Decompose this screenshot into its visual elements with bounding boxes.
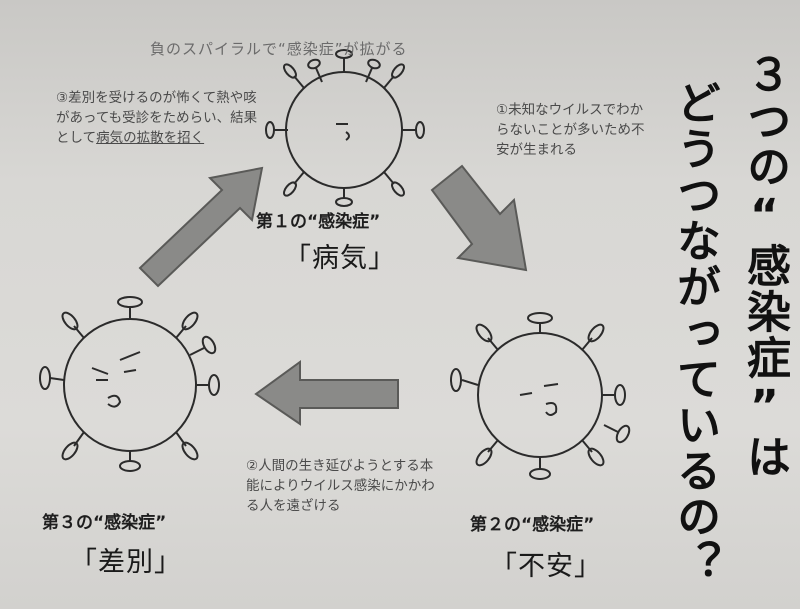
page-heading: ３つの“感染症”は どうつながっているの？ [656, 40, 796, 600]
virus-anxiety [450, 312, 631, 480]
stage-1-caption: 第１の“感染症” [256, 212, 381, 232]
page-heading-line-2: どうつながっているの？ [669, 80, 720, 586]
virus-illness [265, 49, 425, 207]
virus-discrimination [39, 296, 220, 472]
stage-3-name: 「差別」 [70, 547, 182, 578]
diagram-title: 負のスパイラルで“感染症”が拡がる [150, 40, 408, 58]
stage-2-caption: 第２の“感染症” [470, 515, 595, 535]
arrow-left [254, 360, 399, 426]
stage-1-name: 「病気」 [284, 243, 396, 274]
page-heading-line-1: ３つの“感染症”は [739, 52, 790, 480]
arrow-down-right [430, 164, 528, 272]
note-step-2: ②人間の生き延びようとする本能によりウイルス感染にかかわる人を遠ざける [246, 458, 435, 514]
note-step-3: ③差別を受けるのが怖くて熱や咳があっても受診をためらい、結果として病気の拡散を招… [56, 88, 266, 148]
note-step-3-underlined: 病気の拡散を招く [96, 130, 205, 146]
note-step-1: ①未知なウイルスでわからないことが多いため不安が生まれる [496, 102, 645, 158]
stage-2-name: 「不安」 [490, 551, 602, 582]
note-step-3-text: ③差別を受けるのが怖くて熱や咳があっても受診をためらい、結果として [56, 90, 258, 146]
stage-3-caption: 第３の“感染症” [42, 513, 167, 533]
arrow-up-right [138, 166, 264, 288]
